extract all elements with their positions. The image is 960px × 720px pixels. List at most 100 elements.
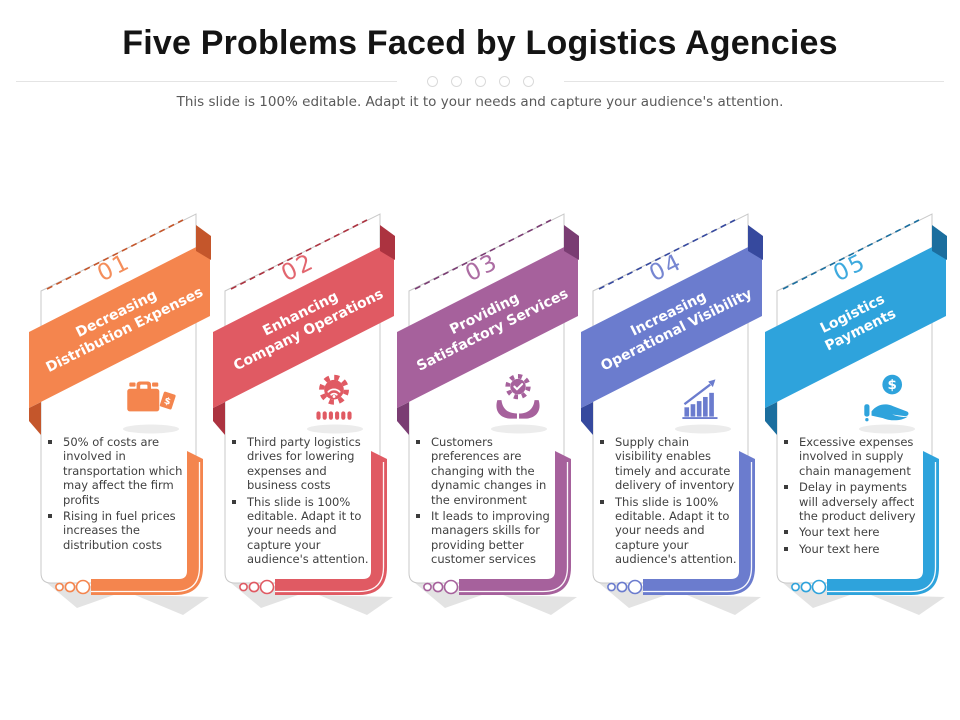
dashed-line [230,219,368,290]
bullet-item: Excessive expenses involved in supply ch… [781,435,923,478]
divider-dots [426,75,534,87]
icon-shadow [675,424,731,434]
card-bullet-list: Customers preferences are changing with … [413,435,555,568]
chain-circle [616,581,628,593]
divider-dot [450,75,462,87]
problem-card: 01 Decreasing Distribution Expenses $ 50… [29,205,217,617]
bullet-text: Delay in payments will adversely affect … [799,480,916,523]
dashed-line [782,219,920,290]
problem-card: 02 Enhancing Company Operations Third pa… [213,205,401,617]
problem-card: 03 Providing Satisfactory Services Custo… [397,205,585,617]
chain-circle [75,579,91,595]
bullet-marker [416,513,420,518]
fold-shadow-right [687,595,761,615]
corner-ribbon-fold-line [275,462,385,593]
chain-circle [800,581,812,593]
bullet-item: Third party logistics drives for lowerin… [229,435,371,493]
bullet-text: Rising in fuel prices increases the dist… [63,508,176,552]
chain-circle [64,581,76,593]
ribbon-band [581,240,762,408]
icon-shadow [123,424,179,434]
bullet-marker [784,440,788,444]
card-banner-graphic [397,213,579,615]
corner-ribbon-fold-line [459,462,569,593]
money-box-icon: $ [119,373,183,425]
fold-shadow-right [135,595,209,615]
divider-line-left [16,80,397,82]
bullet-marker [600,440,604,444]
bullet-text: Third party logistics drives for lowerin… [247,435,361,493]
chain-circle [55,582,64,592]
corner-ribbon [91,451,203,595]
bullet-text: 50% of costs are involved in transportat… [63,435,183,507]
bullet-text: Your text here [799,541,880,556]
icon-shadow [307,424,363,434]
bullet-item: Your text here [781,525,923,539]
slide-header: Five Problems Faced by Logistics Agencie… [0,0,960,110]
dollar-hand-icon: $ [855,373,919,425]
chain-circle [432,581,444,593]
chain-circle [239,582,248,592]
ribbon-fold-left [581,402,593,435]
fold-shadow-right [319,595,393,615]
dashed-line [46,219,184,290]
bullet-marker [784,485,788,490]
chain-circle [607,582,616,592]
bullet-text: Your text here [799,525,880,540]
bullet-marker [48,513,52,518]
ribbon-fold-right [932,225,947,260]
icon-shadow [859,424,915,434]
problem-card: 04 Increasing Operational Visibility Sup… [581,205,769,617]
card-banner-graphic [213,213,395,615]
bullet-text: This slide is 100% editable. Adapt it to… [247,494,369,567]
ribbon-band [213,240,394,408]
card-bullet-list: Excessive expenses involved in supply ch… [781,435,923,558]
title-divider [16,75,944,87]
ribbon-fold-right [196,225,211,260]
bullet-marker [600,499,604,504]
slide-subtitle: This slide is 100% editable. Adapt it to… [176,94,784,110]
bullet-text: Supply chain visibility enables timely a… [615,435,735,493]
card-bullet-list: Third party logistics drives for lowerin… [229,435,371,568]
svg-text:$: $ [163,395,173,407]
bullet-item: Rising in fuel prices increases the dist… [45,509,187,552]
bullet-item: Supply chain visibility enables timely a… [597,435,739,493]
card-bullet-list: 50% of costs are involved in transportat… [45,435,187,554]
bullet-marker [232,440,236,444]
chain-circle [423,582,432,592]
dashed-line [414,219,552,290]
ribbon-fold-right [380,225,395,260]
bullet-item: 50% of costs are involved in transportat… [45,435,187,507]
chain-circle [811,579,827,595]
ribbon-fold-left [29,402,41,435]
chain-circle [259,579,275,595]
corner-ribbon [827,451,939,595]
bullet-text: Excessive expenses involved in supply ch… [799,435,914,478]
bullet-marker [784,530,788,535]
divider-dot [426,75,438,87]
cards-row: 01 Decreasing Distribution Expenses $ 50… [0,205,960,625]
ribbon-fold-right [748,225,763,260]
bullet-item: Delay in payments will adversely affect … [781,480,923,523]
corner-ribbon [275,451,387,595]
chain-circle [627,579,643,595]
problem-card: 05 Logistics Payments $ Excessive expens… [765,205,953,617]
corner-ribbon-fold-line [643,462,753,593]
divider-dot [522,75,534,87]
bullet-item: Customers preferences are changing with … [413,435,555,507]
card-banner-graphic [765,213,947,615]
divider-dot [498,75,510,87]
bullet-item: It leads to improving managers skills fo… [413,509,555,567]
icon-shadow [491,424,547,434]
hands-gear-icon [487,373,551,425]
ribbon-fold-right [564,225,579,260]
bullet-text: Customers preferences are changing with … [431,435,547,507]
corner-ribbon [459,451,571,595]
bullet-item: This slide is 100% editable. Adapt it to… [597,495,739,567]
bullet-marker [784,546,788,551]
ribbon-fold-left [213,402,225,435]
page-title: Five Problems Faced by Logistics Agencie… [122,24,838,62]
svg-text:$: $ [888,378,897,393]
bullet-marker [232,499,236,504]
ribbon-band [397,240,578,408]
